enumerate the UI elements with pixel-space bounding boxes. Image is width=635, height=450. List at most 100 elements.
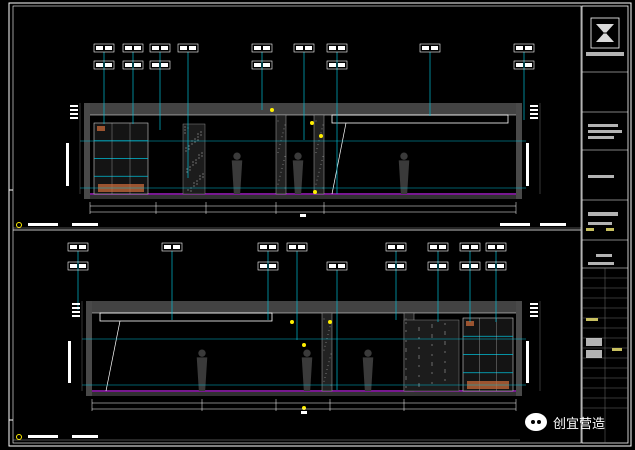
texture-dot bbox=[323, 318, 325, 320]
wall-left bbox=[84, 103, 90, 199]
texture-dot bbox=[418, 327, 420, 329]
texture-dot bbox=[191, 143, 193, 145]
texture-dot bbox=[431, 334, 433, 336]
human-figure bbox=[301, 349, 313, 391]
texture-dot bbox=[197, 133, 199, 135]
leader-tag bbox=[93, 60, 115, 70]
texture-dot bbox=[431, 324, 433, 326]
texture-dot bbox=[190, 190, 192, 192]
texture-dot bbox=[418, 365, 420, 367]
texture-dot bbox=[281, 136, 283, 138]
watermark-text: 创宜营造 bbox=[553, 416, 606, 432]
texture-dot bbox=[281, 167, 283, 169]
wall-right bbox=[516, 103, 522, 199]
title-block bbox=[581, 5, 629, 444]
texture-dot bbox=[330, 353, 332, 355]
texture-dot bbox=[317, 144, 319, 146]
texture-dot bbox=[418, 355, 420, 357]
leader-tag bbox=[161, 242, 183, 252]
leader-tag bbox=[251, 43, 273, 53]
leader-tag bbox=[93, 43, 115, 53]
texture-dot bbox=[322, 156, 324, 157]
level-marker bbox=[72, 303, 80, 305]
texture-dot bbox=[444, 333, 446, 335]
level-marker bbox=[70, 113, 78, 115]
texture-dot bbox=[280, 171, 282, 173]
texture-dot bbox=[277, 152, 279, 154]
leader-tag bbox=[286, 242, 308, 252]
leader-tag bbox=[67, 261, 89, 271]
textured-panel bbox=[403, 319, 460, 392]
level-bar bbox=[66, 168, 69, 186]
texture-dot bbox=[322, 124, 324, 126]
texture-dot bbox=[279, 175, 281, 177]
sheet-frame bbox=[8, 2, 632, 447]
leader-tag bbox=[293, 43, 315, 53]
texture-dot bbox=[315, 183, 317, 185]
texture-dot bbox=[320, 163, 322, 165]
level-bar bbox=[526, 365, 529, 383]
leader-tag bbox=[326, 261, 348, 271]
texture-dot bbox=[418, 337, 420, 339]
elevation-view-1 bbox=[66, 43, 541, 217]
texture-dot bbox=[327, 365, 329, 367]
texture-dot bbox=[321, 159, 323, 161]
partition-column bbox=[313, 114, 325, 195]
texture-dot bbox=[283, 128, 285, 130]
leader-tag bbox=[177, 43, 199, 53]
texture-dot bbox=[328, 361, 330, 363]
texture-dot bbox=[405, 368, 407, 370]
human-figure bbox=[398, 152, 410, 194]
texture-dot bbox=[405, 348, 407, 350]
texture-dot bbox=[405, 358, 407, 360]
texture-dot bbox=[197, 136, 199, 138]
texture-dot bbox=[444, 371, 446, 373]
texture-dot bbox=[185, 150, 187, 152]
texture-dot bbox=[201, 155, 203, 157]
sloped-wall-line bbox=[331, 122, 347, 195]
texture-dot bbox=[320, 132, 322, 134]
sloped-wall-line bbox=[105, 320, 121, 392]
texture-dot bbox=[327, 334, 329, 336]
elevation-view-2 bbox=[67, 242, 541, 414]
texture-dot bbox=[201, 152, 203, 154]
texture-dot bbox=[199, 178, 201, 180]
texture-dot bbox=[324, 345, 326, 347]
texture-dot bbox=[405, 318, 407, 320]
texture-dot bbox=[329, 357, 331, 359]
wechat-icon bbox=[525, 413, 547, 431]
texture-dot bbox=[444, 361, 446, 363]
texture-dot bbox=[326, 369, 328, 371]
texture-dot bbox=[185, 147, 187, 149]
wall-right bbox=[516, 301, 522, 396]
leader-tag bbox=[427, 261, 449, 271]
human-figure bbox=[196, 349, 208, 391]
partition-column bbox=[275, 114, 287, 195]
texture-dot bbox=[326, 337, 328, 339]
texture-dot bbox=[316, 179, 318, 181]
partition-column bbox=[321, 312, 333, 392]
cabinet-item bbox=[97, 126, 105, 131]
texture-dot bbox=[193, 182, 195, 184]
texture-dot bbox=[196, 180, 198, 182]
texture-dot bbox=[199, 175, 201, 177]
texture-dot bbox=[282, 132, 284, 134]
texture-dot bbox=[192, 161, 194, 163]
texture-dot bbox=[444, 351, 446, 353]
texture-dot bbox=[328, 330, 330, 332]
texture-dot bbox=[323, 349, 325, 351]
texture-dot bbox=[184, 132, 186, 134]
texture-dot bbox=[444, 331, 446, 333]
level-bar bbox=[526, 143, 529, 171]
leader-tag bbox=[251, 60, 273, 70]
texture-dot bbox=[418, 329, 420, 331]
reference-marker bbox=[319, 134, 323, 138]
texture-dot bbox=[431, 362, 433, 364]
texture-dot bbox=[282, 163, 284, 165]
human-figure bbox=[362, 349, 374, 391]
level-marker bbox=[70, 105, 78, 107]
leader-tag bbox=[385, 261, 407, 271]
texture-dot bbox=[184, 126, 186, 128]
level-marker bbox=[530, 105, 538, 107]
